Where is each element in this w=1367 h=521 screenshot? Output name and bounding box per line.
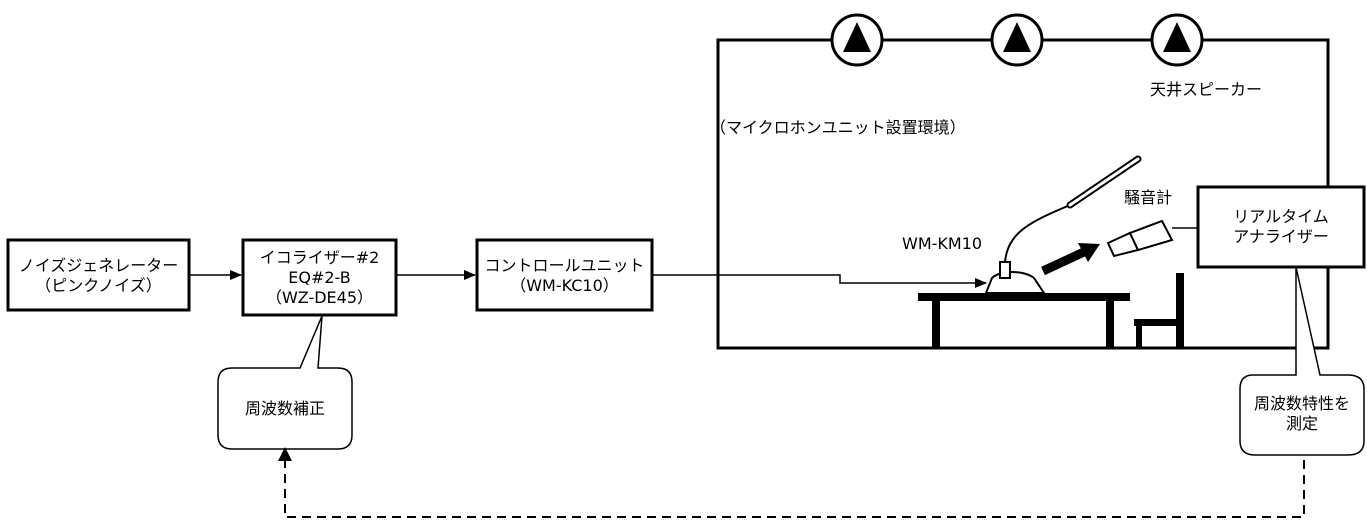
ceiling-speaker-icon: [1150, 13, 1204, 67]
signal-cable: [652, 274, 987, 288]
environment-label: （マイクロホンユニット設置環境）: [710, 118, 966, 137]
control-unit-box: [475, 238, 654, 312]
mic-label: WM-KM10: [902, 234, 983, 253]
microphone-icon: [984, 155, 1142, 294]
callout-freq-correction: [217, 315, 353, 450]
ceiling-speaker-icon: [990, 13, 1044, 67]
equalizer-box: [241, 238, 398, 317]
chair-icon: [1134, 273, 1184, 348]
feedback-loop-line: [284, 453, 1305, 518]
freq-measure-label: 周波数特性を 測定: [1253, 394, 1350, 433]
feedback-arrow-head: [278, 447, 292, 461]
sound-meter-label: 騒音計: [1124, 188, 1173, 207]
sound-direction-arrow: [1041, 243, 1100, 276]
table-icon: [918, 293, 1130, 348]
analyzer-box: [1196, 185, 1366, 269]
callout-freq-measure: [1239, 266, 1365, 456]
control-unit-label: コントロールユニット （WM-KC10）: [484, 256, 645, 295]
noise-generator-label: ノイズジェネレーター （ピンクノイズ）: [18, 256, 179, 295]
analyzer-label: リアルタイム アナライザー: [1233, 207, 1329, 246]
speaker-label: 天井スピーカー: [1150, 80, 1263, 99]
equalizer-label: イコライザー#2 EQ#2-B （WZ-DE45）: [259, 248, 380, 307]
freq-correction-label: 周波数補正: [244, 399, 325, 418]
ceiling-speaker-icon: [830, 13, 884, 67]
sound-level-meter-icon: [1106, 219, 1174, 258]
